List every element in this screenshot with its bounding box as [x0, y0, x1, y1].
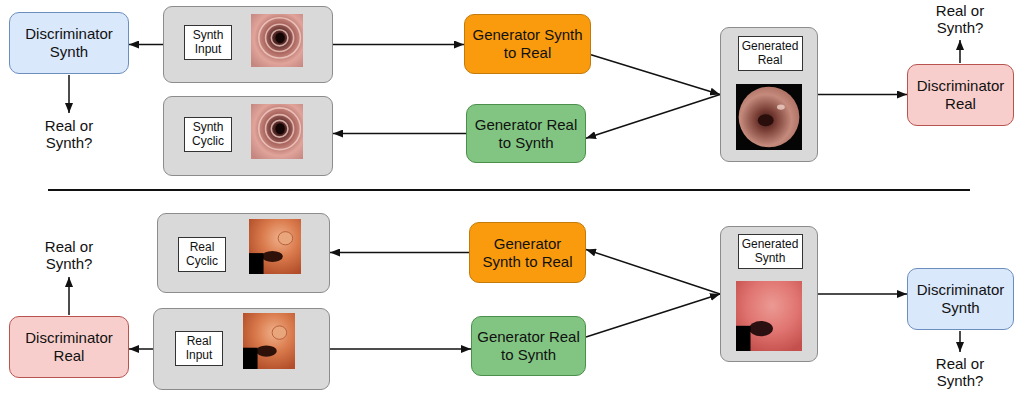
mask-block	[249, 253, 264, 274]
output-label: Real or Synth?	[34, 238, 104, 273]
generator-box: Generator Synth to Real	[469, 222, 586, 283]
output-arrow	[68, 277, 70, 315]
tunnel-ring	[266, 115, 294, 143]
highlight	[777, 104, 785, 109]
endoscopy-image	[243, 313, 295, 369]
flow-arrow	[586, 95, 720, 139]
mask-block	[736, 326, 751, 351]
node-text: Generated Real	[741, 39, 800, 68]
image-panel: Generated Synth	[720, 226, 818, 362]
node-text: Generator Real to Synth	[477, 328, 580, 364]
image-ground	[243, 313, 295, 369]
generator-box: Generator Real to Synth	[466, 104, 586, 163]
image-panel: Synth Input	[163, 6, 333, 83]
image-panel: Real Input	[153, 308, 330, 390]
lumen	[275, 33, 284, 44]
generator-box: Generator Synth to Real	[464, 14, 591, 74]
image-ground	[251, 104, 303, 159]
flow-arrow	[586, 294, 720, 337]
flow-arrow	[333, 133, 466, 135]
node-text: Synth Input	[187, 28, 229, 57]
flow-arrow	[586, 249, 720, 294]
flow-arrow	[129, 44, 163, 46]
output-arrow	[68, 75, 70, 113]
node-text: Discriminator Real	[913, 77, 1008, 113]
discriminator-box: Discriminator Real	[9, 316, 129, 378]
output-label: Real or Synth?	[925, 355, 995, 390]
discriminator-box: Discriminator Real	[907, 64, 1014, 126]
node-text: Generated Synth	[741, 237, 800, 266]
tunnel-ring	[259, 18, 301, 58]
discriminator-box: Discriminator Synth	[907, 268, 1014, 330]
flow-arrow	[129, 348, 153, 350]
node-text: Generator Synth to Real	[475, 235, 580, 271]
image-ground	[249, 219, 301, 274]
node-text: Real Cyclic	[181, 240, 223, 269]
image-ground	[736, 84, 802, 150]
flow-arrow	[330, 252, 469, 254]
lumen	[749, 321, 773, 336]
node-text: Generator Synth to Real	[470, 26, 585, 62]
flow-arrow	[591, 55, 720, 95]
output-label: Real or Synth?	[34, 117, 104, 152]
image-panel: Generated Real	[720, 27, 818, 162]
panel-label: Generated Synth	[738, 234, 803, 269]
tunnel-ring	[271, 120, 288, 137]
endoscopy-image	[736, 281, 802, 351]
image-ground	[736, 281, 802, 351]
endoscopy-image	[249, 219, 301, 274]
image-panel: Synth Cyclic	[163, 96, 333, 176]
tunnel-ring	[271, 30, 288, 46]
mask-block	[243, 348, 258, 369]
image-ground	[251, 14, 303, 67]
panel-label: Real Cyclic	[178, 237, 226, 272]
node-text: Generator Real to Synth	[472, 116, 580, 152]
panel-label: Synth Input	[184, 25, 232, 60]
output-label: Real or Synth?	[925, 2, 995, 37]
flow-arrow	[330, 348, 471, 350]
node-text: Discriminator Synth	[913, 281, 1008, 317]
polyp	[272, 326, 287, 339]
node-text: Synth Cyclic	[187, 120, 229, 149]
panel-label: Generated Real	[738, 36, 803, 71]
generator-box: Generator Real to Synth	[471, 316, 586, 376]
node-text: Real Input	[178, 334, 220, 363]
polyp	[278, 232, 293, 245]
lumen	[758, 114, 774, 126]
output-arrow	[959, 40, 961, 63]
endoscopy-image	[251, 14, 303, 67]
node-text: Discriminator Synth	[15, 25, 123, 61]
tissue	[739, 87, 800, 148]
lumen	[275, 123, 284, 134]
output-arrow	[959, 331, 961, 352]
tunnel-ring	[266, 24, 294, 51]
flow-arrow	[818, 293, 907, 295]
flow-arrow	[333, 44, 464, 46]
endoscopy-image	[736, 84, 802, 150]
tunnel-ring	[259, 108, 301, 150]
panel-label: Synth Cyclic	[184, 117, 232, 152]
panel-label: Real Input	[175, 331, 223, 366]
lumen	[256, 345, 277, 356]
flow-arrow	[818, 94, 907, 96]
discriminator-box: Discriminator Synth	[9, 12, 129, 74]
image-panel: Real Cyclic	[157, 213, 330, 293]
endoscopy-image	[251, 104, 303, 159]
lumen	[262, 251, 283, 262]
divider-line	[48, 189, 970, 191]
node-text: Discriminator Real	[15, 329, 123, 365]
